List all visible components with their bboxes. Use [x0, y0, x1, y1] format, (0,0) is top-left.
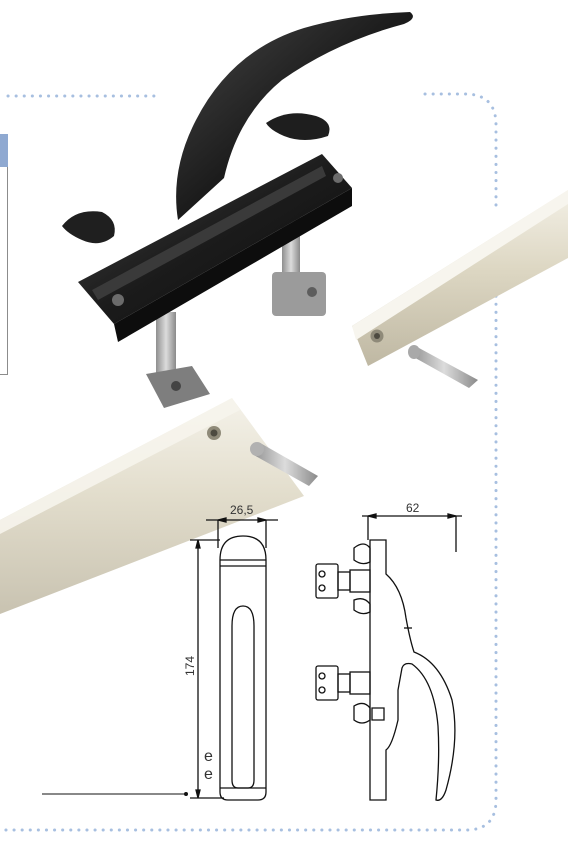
handle-lever: [176, 12, 413, 220]
depth-dimension-label: 62: [406, 501, 420, 515]
spindle-left: [146, 312, 210, 408]
text-fragment-1: e: [204, 748, 213, 765]
cap-top: [266, 113, 330, 140]
leader-line: [42, 792, 188, 796]
screw-right: [408, 345, 478, 388]
text-fragment-2: e: [204, 766, 213, 783]
front-view-drawing: [190, 517, 278, 801]
cap-left: [62, 211, 115, 244]
clipped-panel-header: [0, 134, 8, 167]
upper-rail: [352, 190, 568, 366]
dotted-frame: [0, 92, 498, 832]
width-dimension-label: 26,5: [230, 503, 254, 517]
lower-rail: [0, 398, 304, 614]
screw-left: [250, 442, 318, 486]
clipped-info-panel: [0, 134, 8, 375]
height-dimension-label: 174: [183, 656, 197, 676]
handle-base: [78, 154, 352, 342]
side-view-drawing: [315, 513, 462, 801]
